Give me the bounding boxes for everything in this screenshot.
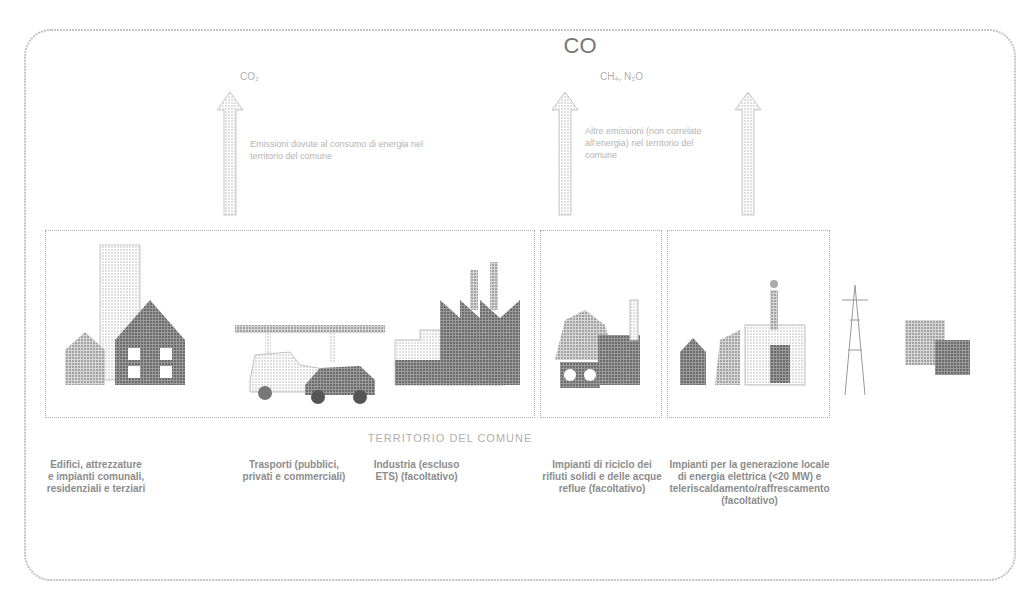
category-label: Impianti di riciclo dei rifiuti solidi e…: [541, 459, 663, 495]
up-arrows: [217, 92, 761, 215]
outer-frame-node: CO Edifici, attrezzature e impianti comun…: [25, 30, 1015, 580]
category-label: Trasporti (pubblici, privati e commercia…: [239, 459, 349, 483]
buildings-icon: [65, 245, 185, 385]
industry-icon: [395, 262, 520, 385]
diagram-title: CO: [540, 34, 620, 58]
territory-box: Impianti di riciclo dei rifiuti solidi e…: [540, 230, 662, 418]
waste-icon: [555, 300, 640, 388]
category-label: Industria (escluso ETS) (facoltativo): [369, 459, 464, 483]
grid-icon: [842, 285, 970, 395]
territory-box: Edifici, attrezzature e impianti comunal…: [45, 230, 535, 418]
outer-frame: [25, 30, 1015, 580]
transport-icon: [235, 325, 385, 404]
emission-note: CO₂: [240, 70, 300, 83]
category-label: Impianti per la generazione locale di en…: [668, 459, 831, 507]
territory-box: Impianti per la generazione locale di en…: [667, 230, 830, 418]
emission-note: CH₄, N₂O: [600, 70, 680, 83]
area-label: TERRITORIO DEL COMUNE: [300, 431, 600, 445]
category-label: Edifici, attrezzature e impianti comunal…: [46, 459, 146, 495]
power-plant-icon: [680, 280, 805, 385]
emission-note: Altre emissioni (non correlate all'energ…: [585, 125, 705, 161]
emission-note: Emissioni dovute al consumo di energia n…: [250, 138, 450, 162]
